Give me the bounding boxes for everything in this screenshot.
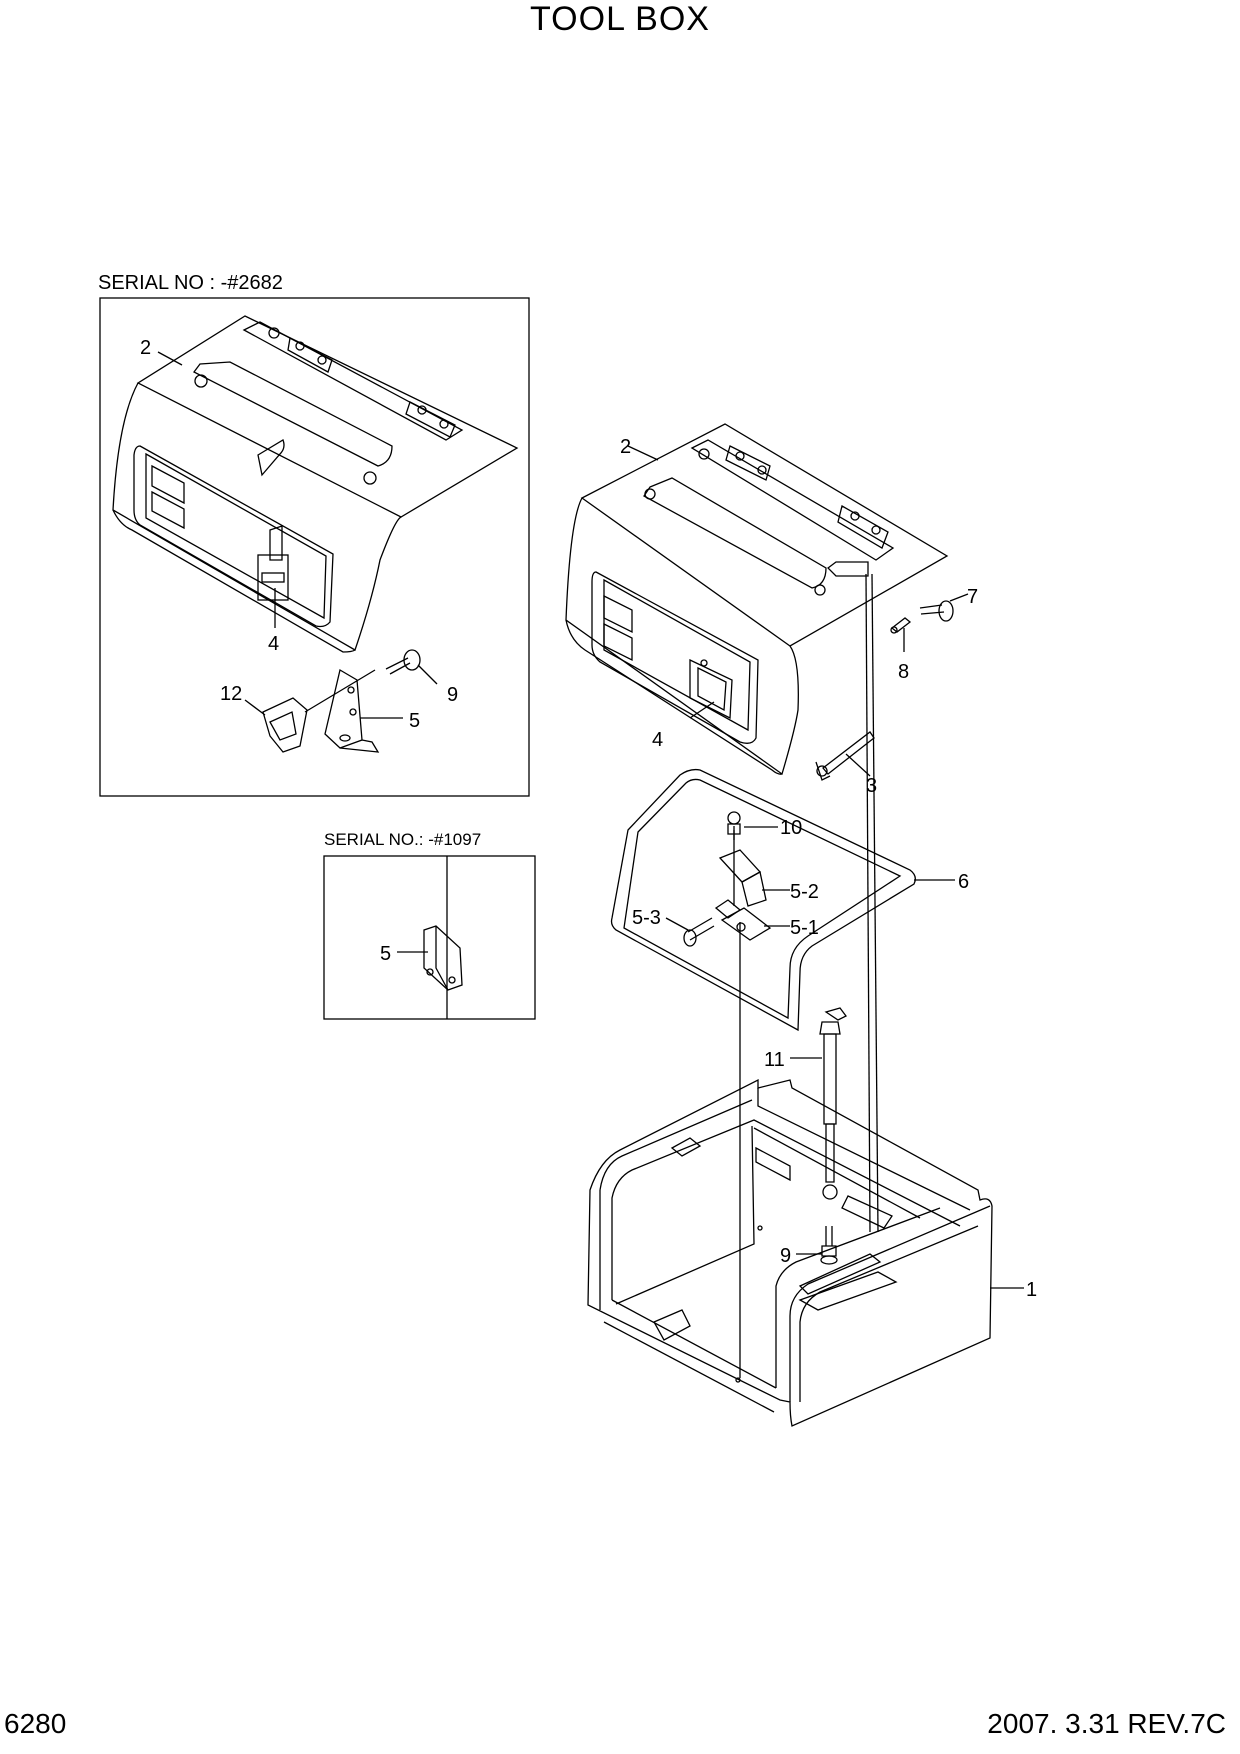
page-number: 6280 (4, 1708, 67, 1739)
callout-inset-a-4: 4 (268, 633, 279, 655)
callout-main-5-2: 5-2 (790, 881, 819, 903)
inset-a-bracket-12 (262, 697, 308, 753)
serial-note-inset-a: SERIAL NO : -#2682 (98, 272, 283, 294)
inset-b-bracket-5 (423, 925, 463, 991)
callout-main-8: 8 (898, 661, 909, 683)
callout-main-11: 11 (764, 1049, 785, 1071)
main-pin-7 (919, 600, 954, 622)
callout-inset-b-5: 5 (380, 943, 391, 965)
main-hinges (725, 445, 889, 549)
callout-main-9: 9 (780, 1245, 791, 1267)
main-stay-rod (815, 561, 875, 781)
callout-main-4: 4 (652, 729, 663, 751)
main-seal (610, 768, 916, 1032)
callout-main-6: 6 (958, 871, 969, 893)
callout-main-10: 10 (780, 817, 802, 839)
inset-b: 5 (323, 855, 536, 1020)
callout-main-5-3: 5-3 (632, 907, 661, 929)
main-bolt-9 (820, 1226, 838, 1265)
callout-main-1: 1 (1026, 1279, 1037, 1301)
inset-a-frame (99, 297, 530, 797)
callout-inset-a-12: 12 (220, 683, 242, 705)
main-latch-assembly (683, 811, 772, 947)
inset-a-cover (112, 315, 519, 653)
main-latch (689, 658, 733, 720)
inset-a-bracket-5 (324, 668, 380, 753)
callout-main-7: 7 (967, 586, 978, 608)
assembly-guide-lines (733, 573, 879, 1378)
inset-a-latch (257, 525, 289, 601)
inset-a-bolt-9 (385, 649, 421, 675)
inset-b-frame (323, 855, 536, 1020)
page-title: TOOL BOX (530, 0, 710, 38)
inset-a-hinges (287, 337, 456, 438)
main-gas-spring (819, 1007, 847, 1200)
callout-main-2: 2 (620, 436, 631, 458)
main-cover (565, 423, 949, 776)
callout-inset-a-2: 2 (140, 337, 151, 359)
callout-main-5-1: 5-1 (790, 917, 819, 939)
revision-date: 2007. 3.31 REV.7C (987, 1708, 1226, 1739)
callout-inset-a-9: 9 (447, 684, 458, 706)
callout-inset-a-5: 5 (409, 710, 420, 732)
callout-main-3: 3 (866, 775, 877, 797)
main-clip-8 (890, 617, 912, 634)
inset-a: 2 4 12 9 5 (99, 297, 530, 797)
serial-note-inset-b: SERIAL NO.: -#1097 (324, 830, 482, 849)
main-box-body (587, 1078, 993, 1427)
